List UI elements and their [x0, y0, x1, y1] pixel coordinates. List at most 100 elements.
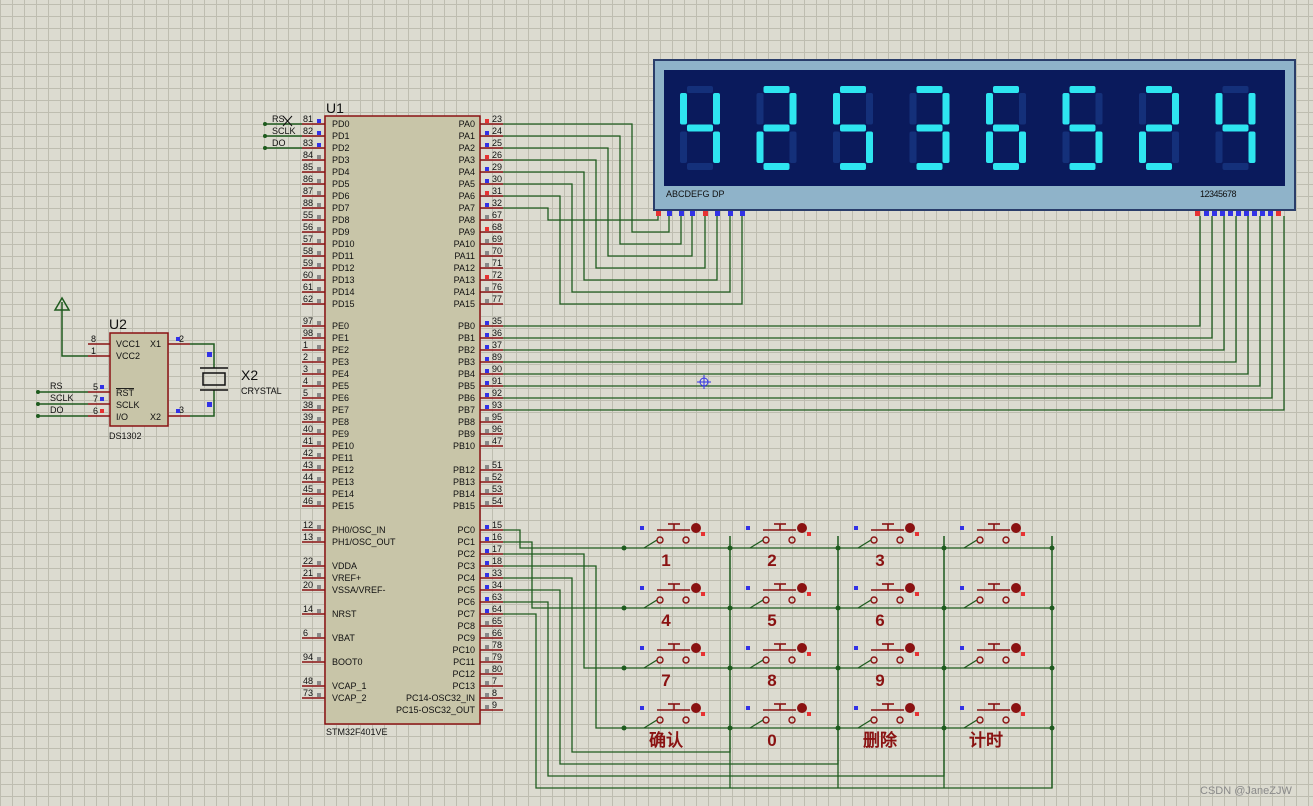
keypad-row-wire	[503, 541, 624, 609]
mcu-right-pin-name: PA1	[459, 131, 475, 141]
keypad-key[interactable]: 删除	[835, 703, 945, 750]
keypad-key[interactable]: 计时	[941, 703, 1051, 750]
crystal-x2[interactable]: X2 CRYSTAL	[200, 352, 282, 407]
mcu-left-pin-dot	[317, 227, 321, 231]
mcu-right-pin-dot	[485, 441, 489, 445]
rtc-u2[interactable]: U2 DS1302 VCC1 VCC2 RST SCLK I/O X1 X2 8…	[88, 316, 190, 441]
rtc-wiring	[38, 310, 215, 417]
keypad-key[interactable]: 2	[727, 523, 837, 570]
mcu-left-pin-dot	[317, 441, 321, 445]
mcu-right-pin-num: 31	[492, 186, 502, 196]
keypad-key[interactable]: 确认	[621, 703, 731, 750]
mcu-left-pin-num: 1	[303, 340, 308, 350]
mcu-left-pin-name: BOOT0	[332, 657, 363, 667]
mcu-right-pin-name: PA9	[459, 227, 475, 237]
keypad-key-label: 6	[875, 611, 884, 630]
mcu-left-pin-name: VBAT	[332, 633, 355, 643]
display-segment	[756, 131, 764, 163]
display-segment	[680, 93, 687, 125]
keypad-key[interactable]	[941, 583, 1051, 611]
mcu-left-pin-name: PD3	[332, 155, 350, 165]
keypad-key[interactable]: 9	[835, 643, 945, 690]
mcu-right-pin-num: 92	[492, 388, 502, 398]
mcu-right-pin-num: 68	[492, 222, 502, 232]
display-segment	[789, 131, 797, 163]
keypad-key[interactable]	[941, 643, 1051, 671]
mcu-left-pin-dot	[317, 369, 321, 373]
mcu-left-pin-name: PE13	[332, 477, 354, 487]
mcu-right-pin-num: 67	[492, 210, 502, 220]
keypad-key[interactable]: 4	[621, 583, 731, 630]
mcu-right-pin-num: 7	[492, 676, 497, 686]
mcu-left-pin-num: 83	[303, 138, 313, 148]
display-segment	[1215, 131, 1223, 163]
mcu-left-pin-num: 56	[303, 222, 313, 232]
mcu-left-pin-name: PE0	[332, 321, 349, 331]
mcu-display-wires	[503, 123, 1285, 411]
mcu-left-pin-num: 88	[303, 198, 313, 208]
mcu-right-pin-dot	[485, 417, 489, 421]
mcu-left-pin-name: PE11	[332, 453, 353, 463]
mcu-left-pin-name: PE14	[332, 489, 354, 499]
display-seg-label: ABCDEFG DP	[666, 189, 725, 199]
mcu-right-pin-name: PB13	[453, 477, 475, 487]
keypad-key[interactable]: 6	[835, 583, 945, 630]
mcu-left-pin-name: PE9	[332, 429, 349, 439]
mcu-right-pin-num: 23	[492, 114, 502, 124]
mcu-right-pin-dot	[485, 645, 489, 649]
display-segment	[1069, 163, 1096, 170]
mcu-right-pin-dot	[485, 573, 489, 577]
mcu-right-pin-dot	[485, 393, 489, 397]
seven-segment-display[interactable]: ABCDEFG DP 12345678	[653, 59, 1296, 216]
mcu-right-pin-dot	[485, 381, 489, 385]
mcu-right-pin-dot	[485, 357, 489, 361]
keypad-key[interactable]: 0	[727, 703, 837, 750]
mcu-right-pin-dot	[485, 179, 489, 183]
mcu-right-pin-name: PC4	[457, 573, 475, 583]
keypad-key[interactable]: 5	[727, 583, 837, 630]
mcu-right-pin-num: 26	[492, 150, 502, 160]
display-seg-pin	[740, 211, 745, 216]
mcu-left-pin-dot	[317, 215, 321, 219]
mcu-left-pin-name: PE12	[332, 465, 354, 475]
mcu-left-pin-dot	[317, 393, 321, 397]
mcu-left-pin-dot	[317, 239, 321, 243]
display-digit-pin	[1260, 211, 1265, 216]
mcu-right-pin-num: 96	[492, 424, 502, 434]
mcu-left-pin-num: 73	[303, 688, 313, 698]
mcu-right-pin-dot	[485, 345, 489, 349]
mcu-right-pin-name: PB0	[458, 321, 475, 331]
keypad-key[interactable]: 8	[727, 643, 837, 690]
mcu-right-pin-name: PC12	[452, 669, 475, 679]
keypad-key[interactable]	[941, 523, 1051, 551]
mcu-left-pin-num: 39	[303, 412, 313, 422]
rtc-pinnum-vcc2: 1	[91, 346, 96, 356]
keypad-key[interactable]: 1	[621, 523, 731, 570]
mcu-left-pin-name: VCAP_2	[332, 693, 367, 703]
mcu-right-pin-num: 32	[492, 198, 502, 208]
display-segment	[789, 93, 797, 125]
mcu-right-pin-num: 95	[492, 412, 502, 422]
mcu-left-pin-dot	[317, 417, 321, 421]
keypad-key[interactable]: 3	[835, 523, 945, 570]
keypad-key[interactable]: 7	[621, 643, 731, 690]
mcu-right-pin-num: 35	[492, 316, 502, 326]
display-seg-pin	[667, 211, 672, 216]
seg-wire	[503, 135, 682, 245]
mcu-left-pin-num: 55	[303, 210, 313, 220]
mcu-right-pin-dot	[485, 633, 489, 637]
mcu-left-pin-dot	[317, 275, 321, 279]
mcu-net-labels: RS SCLK DO	[263, 114, 302, 150]
mcu-right-pin-num: 78	[492, 640, 502, 650]
mcu-left-pin-num: 40	[303, 424, 313, 434]
mcu-right-pin-num: 71	[492, 258, 502, 268]
mcu-right-pin-num: 17	[492, 544, 502, 554]
display-seg-pin	[656, 211, 661, 216]
mcu-right-pin-dot	[485, 287, 489, 291]
mcu-right-pin-num: 24	[492, 126, 502, 136]
mcu-right-pin-dot	[485, 263, 489, 267]
